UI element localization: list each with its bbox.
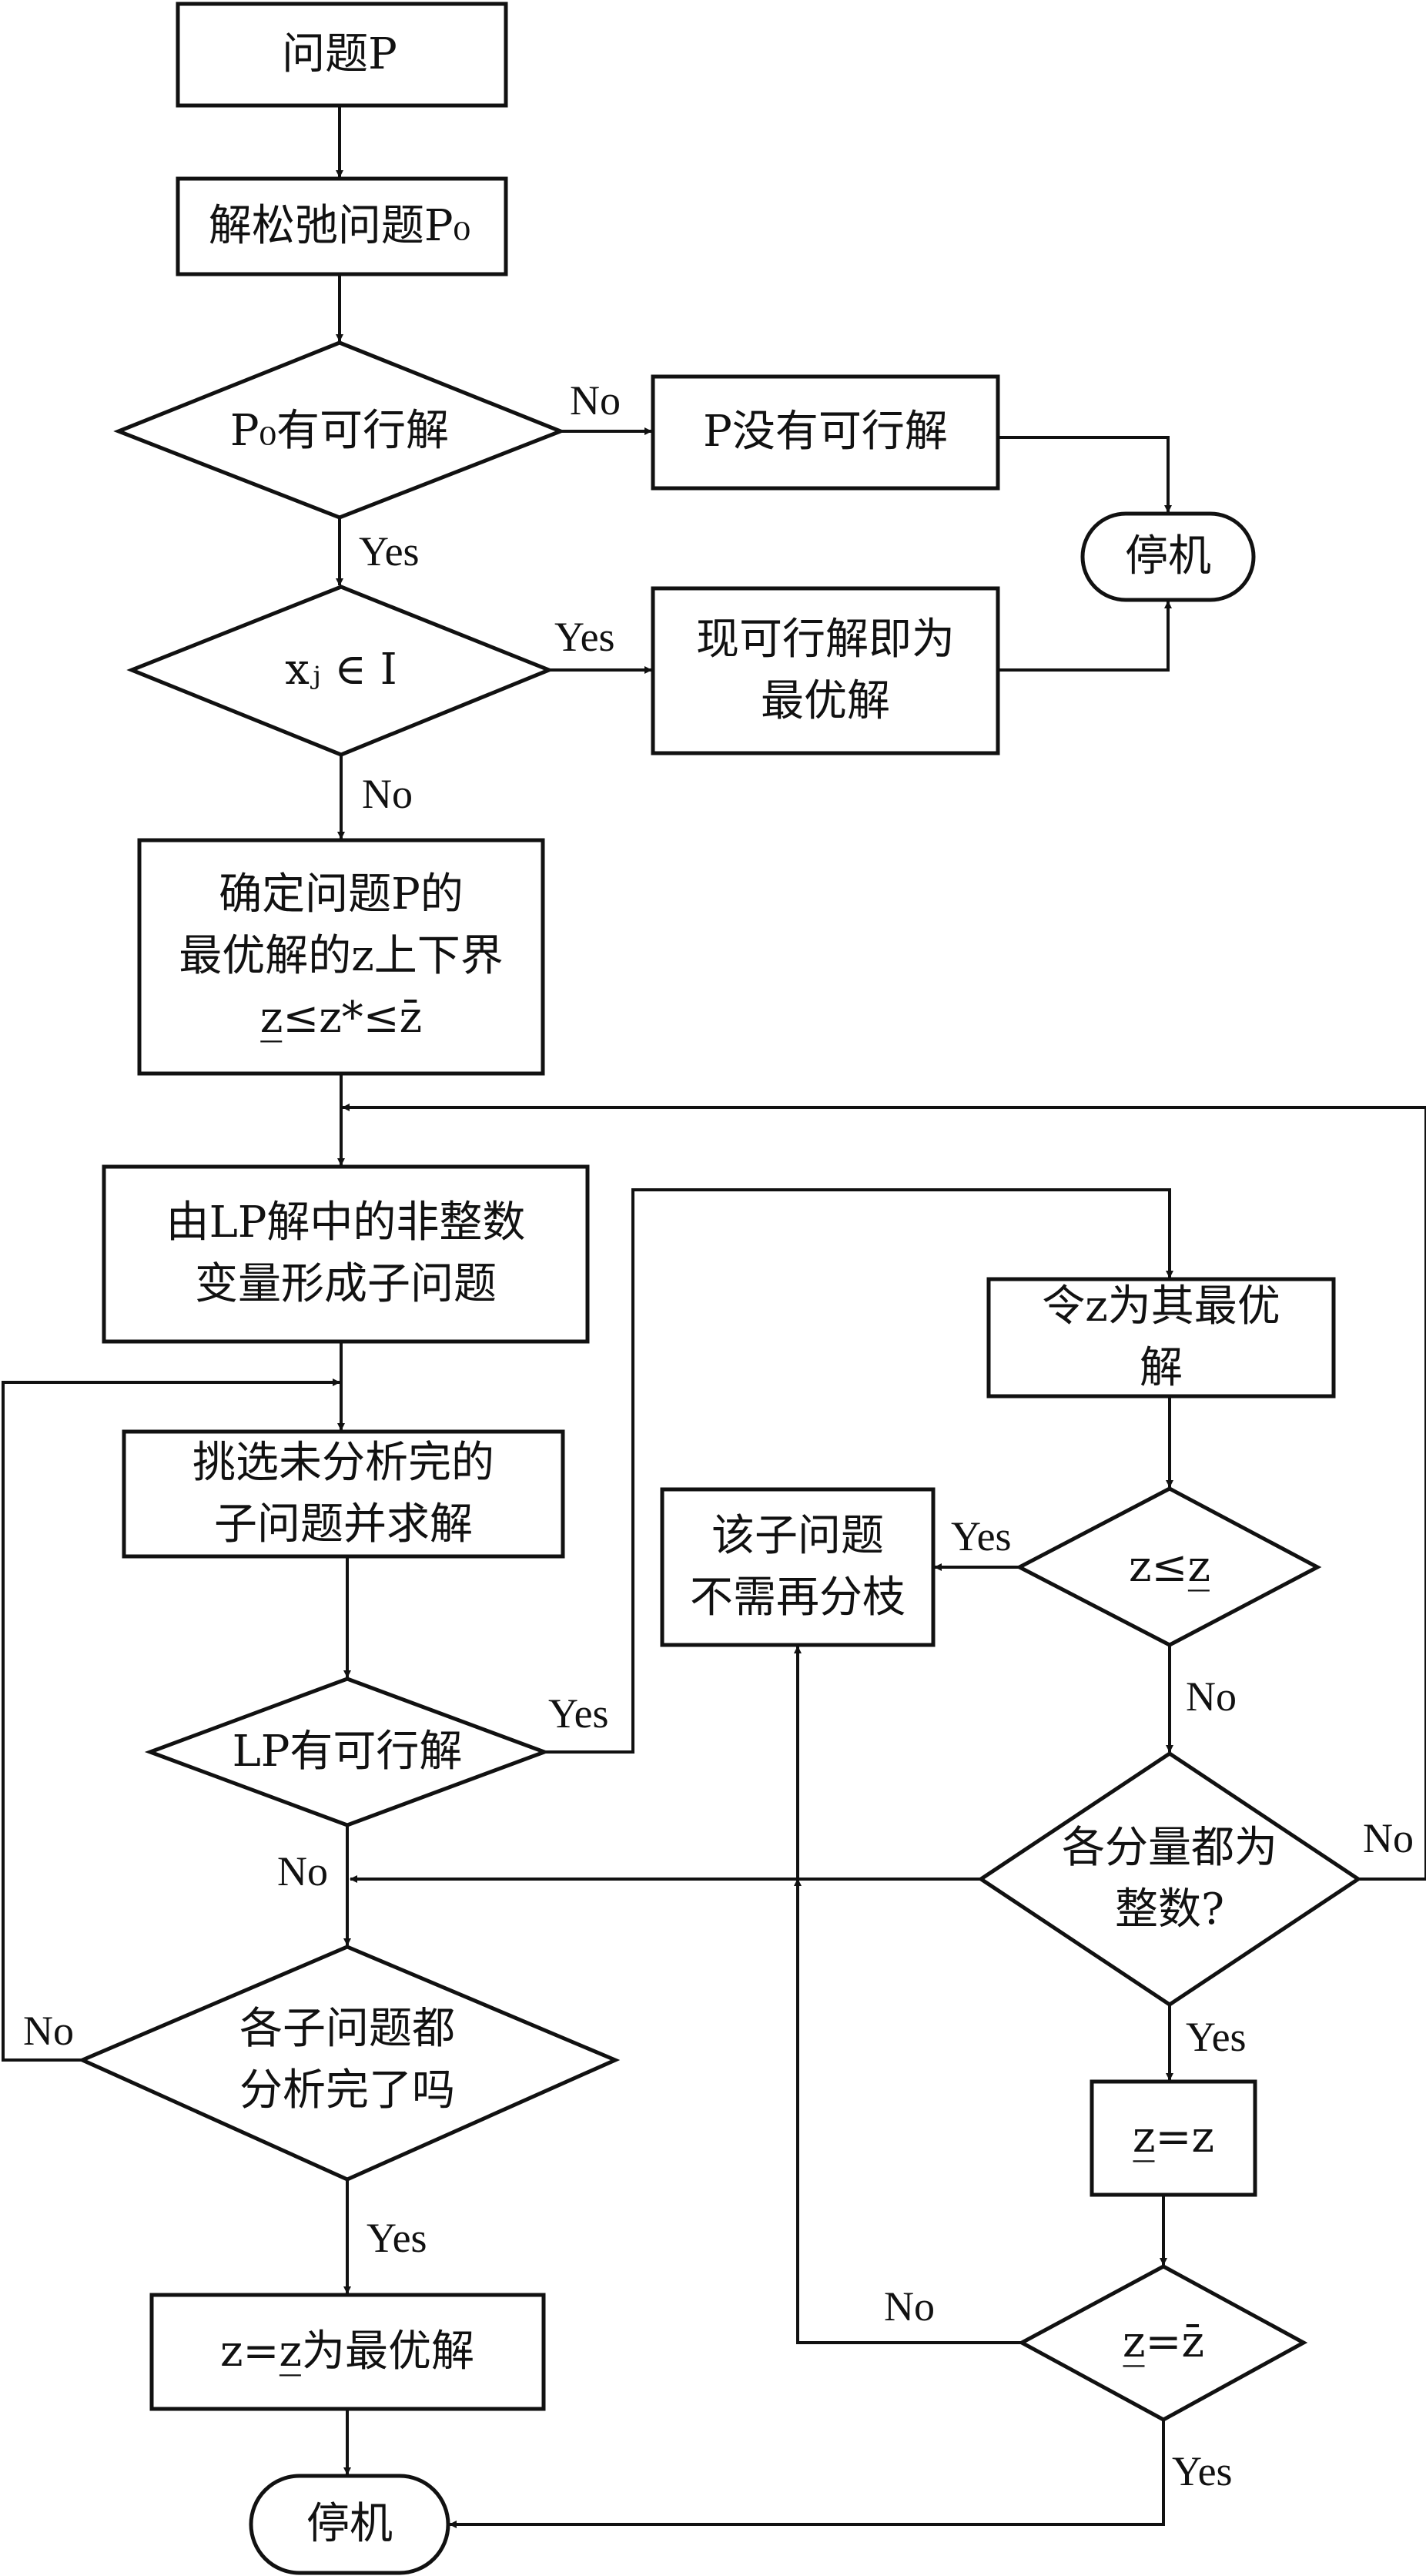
form-subproblem-text: 由LP解中的非整数 变量形成子问题: [166, 1198, 526, 1309]
label-p0-yes: Yes: [359, 528, 420, 574]
label-integer-no: No: [1363, 1815, 1414, 1861]
determine-bounds-text: 确定问题P的 最优解的z上下界 z̲≤z*≤z̄: [179, 869, 504, 1043]
select-subproblem-text: 挑选未分析完的 子问题并求解: [192, 1438, 494, 1549]
p-no-feasible-text: P没有可行解: [703, 407, 948, 457]
stop-bottom-text: 停机: [306, 2499, 393, 2549]
arrow-analyzed-no-loop: [2, 1378, 340, 2062]
label-xj-no: No: [362, 771, 413, 817]
stop-bottom-terminal: [249, 2474, 450, 2575]
let-z-optimal-text: 令z为其最优解: [1042, 1281, 1280, 1393]
arrow-pnone-to-stop: [998, 436, 1172, 513]
stop-top-terminal: [1080, 511, 1256, 602]
problem-p-box: [176, 2, 508, 108]
label-zle-yes: Yes: [951, 1513, 1012, 1559]
arrow-integer-no-loop: [342, 1104, 1426, 1881]
let-z-optimal-box: [986, 1277, 1336, 1399]
all-integer-text: 各分量都为 整数?: [1062, 1823, 1277, 1935]
final-optimal-text: z=z̲为最优解: [220, 2326, 474, 2377]
label-integer-yes: Yes: [1186, 2014, 1247, 2060]
p0-feasible-text: P₀有可行解: [229, 406, 450, 456]
no-more-branch-text: 该子问题 不需再分枝: [690, 1511, 905, 1623]
set-lower-text: z̲=z: [1133, 2112, 1214, 2162]
arrow-lp-yes: [544, 1188, 1173, 1754]
label-xj-yes: Yes: [554, 614, 615, 660]
set-lower-box: [1090, 2079, 1257, 2197]
arrow-integer-to-nobranch: [794, 1646, 981, 1881]
label-analyzed-yes: Yes: [367, 2215, 427, 2261]
xj-in-i-text: xⱼ ∈ I: [285, 645, 397, 695]
label-p0-no: No: [570, 377, 621, 424]
lp-feasible-text: LP有可行解: [232, 1727, 463, 1777]
solve-relaxed-text: 解松弛问题P₀: [208, 201, 471, 251]
arrow-bound-yes: [449, 2420, 1165, 2528]
z-le-lower-text: z≤z̲: [1129, 1542, 1210, 1592]
label-zle-no: No: [1186, 1673, 1237, 1720]
all-analyzed-text: 各子问题都 分析完了吗: [239, 2004, 455, 2115]
arrow-bound-no: [794, 1878, 1022, 2344]
select-subproblem-box: [122, 1429, 565, 1559]
current-optimal-text: 现可行解即为 最优解: [696, 615, 955, 726]
p-no-feasible-box: [651, 374, 1000, 491]
form-subproblem-box: [102, 1164, 590, 1344]
label-lp-yes: Yes: [548, 1690, 609, 1737]
arrow-current-to-stop: [998, 601, 1172, 672]
no-more-branch-box: [660, 1487, 936, 1647]
solve-relaxed-box: [176, 176, 508, 276]
stop-top-text: 停机: [1125, 531, 1211, 581]
label-analyzed-no: No: [23, 2008, 74, 2054]
label-bound-no: No: [884, 2283, 935, 2330]
label-bound-yes: Yes: [1172, 2448, 1233, 2494]
lower-eq-upper-text: z̲=z̄: [1123, 2317, 1204, 2367]
label-lp-no: No: [277, 1848, 328, 1894]
problem-p-text: 问题P: [282, 29, 397, 79]
